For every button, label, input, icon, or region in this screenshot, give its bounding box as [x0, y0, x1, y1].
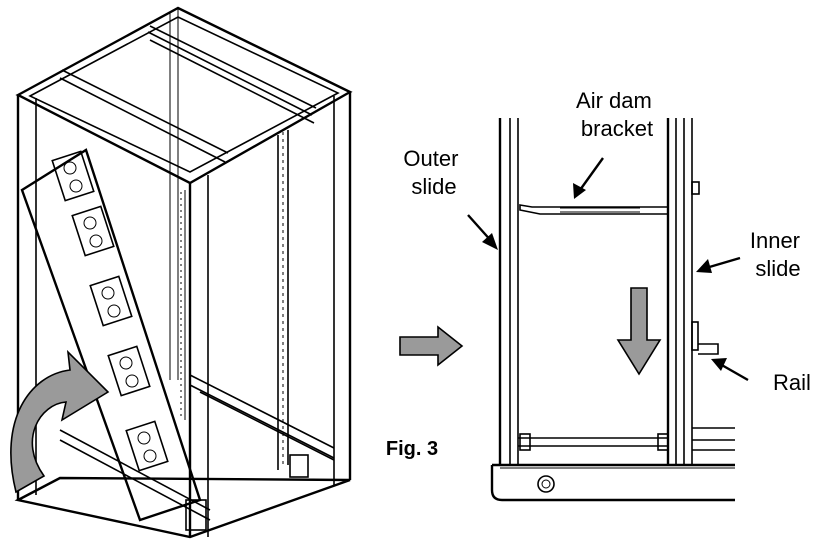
- right-arrow-icon: [399, 325, 464, 367]
- callout-rail: Rail: [773, 370, 811, 395]
- fan-module: [71, 205, 115, 257]
- curved-rotate-arrow-icon: [10, 349, 110, 494]
- callout-pointer-air-dam-bracket: [573, 157, 604, 199]
- callout-pointer-inner-slide: [696, 256, 741, 273]
- callout-outer-slide: Outer slide: [403, 146, 464, 199]
- fan-module: [51, 150, 95, 202]
- callout-pointer-outer-slide: [467, 214, 498, 250]
- callout-inner-slide: Inner slide: [750, 228, 806, 281]
- figure-caption: Fig. 3: [386, 438, 438, 460]
- rack-cabinet-drawing: [14, 6, 353, 539]
- slide-detail-drawing: [490, 118, 735, 502]
- fan-module: [89, 275, 133, 327]
- fan-module: [125, 420, 169, 472]
- callout-pointer-rail: [711, 358, 749, 382]
- fan-module: [107, 345, 151, 397]
- down-arrow-icon: [616, 287, 662, 376]
- callout-air-dam-bracket: Air dam bracket: [576, 88, 658, 141]
